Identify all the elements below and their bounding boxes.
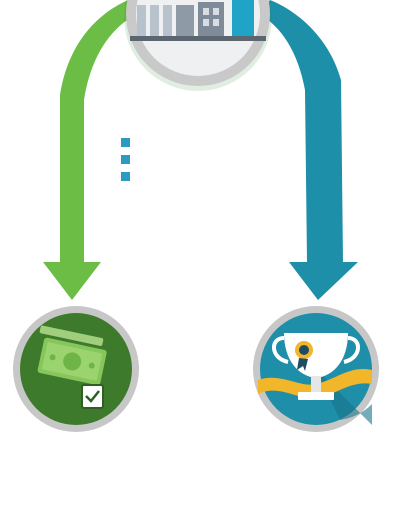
- top-circle: [124, 0, 272, 91]
- list-item: [121, 168, 138, 185]
- money-icon: [37, 325, 107, 409]
- bullet-square-icon: [121, 138, 130, 147]
- list-item: [121, 151, 138, 168]
- bullet-square-icon: [121, 172, 130, 181]
- center-bullet-list: [121, 134, 138, 185]
- green-arrow: [43, 0, 130, 300]
- teal-arrow: [260, 0, 358, 300]
- trophy-icon: [258, 333, 372, 400]
- building-icon: [130, 0, 266, 41]
- right-circle: [253, 306, 379, 432]
- left-circle: [13, 306, 139, 432]
- list-item: [121, 134, 138, 151]
- bullet-square-icon: [121, 155, 130, 164]
